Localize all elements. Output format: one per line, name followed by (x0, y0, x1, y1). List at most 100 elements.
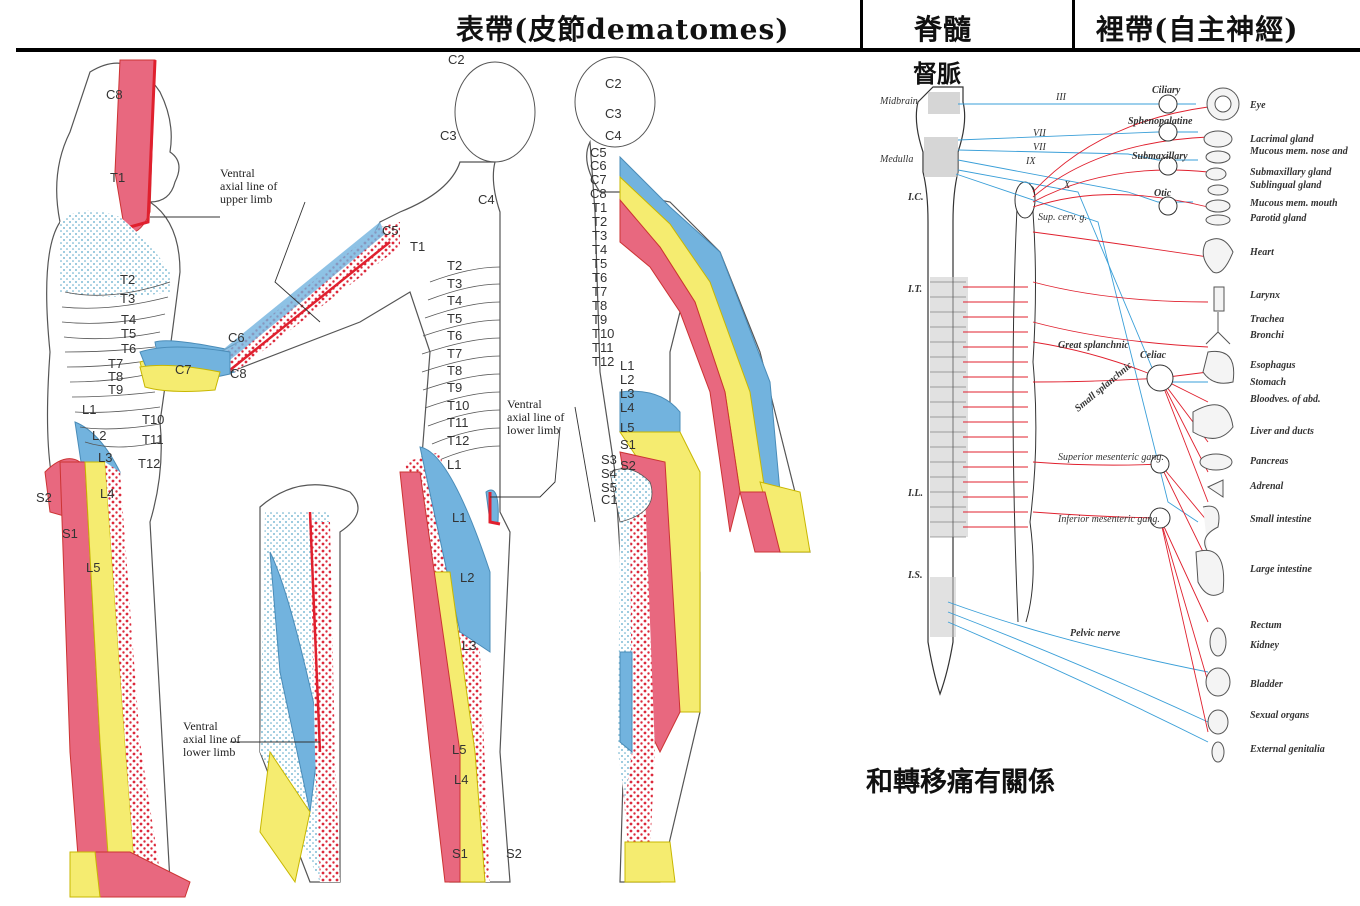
organ-label-17: Small intestine (1250, 514, 1312, 525)
back-label-22: L4 (620, 400, 634, 415)
side-label-5: T5 (121, 326, 136, 341)
front-label-11: L1 (447, 457, 461, 472)
side-label-10: T10 (142, 412, 164, 427)
front-label-2: T4 (447, 293, 462, 308)
nerve-iii: III (1055, 92, 1067, 103)
cord-is: I.S. (907, 570, 922, 581)
nerve-vii-a: VII (1033, 128, 1046, 139)
organ-label-7: Heart (1249, 247, 1275, 258)
back-label-6: C8 (590, 186, 607, 201)
head-label-0: C2 (448, 52, 465, 67)
organ-label-10: Bronchi (1249, 330, 1284, 341)
organ-label-1: Lacrimal gland (1249, 134, 1315, 145)
side-label-1: T1 (110, 170, 125, 185)
arm-label-2: C6 (228, 330, 245, 345)
organ-label-12: Stomach (1250, 377, 1287, 388)
organ-label-16: Adrenal (1249, 481, 1284, 492)
cord-medulla: Medulla (879, 154, 913, 165)
organ-label-4: Sublingual gland (1250, 180, 1322, 191)
back-label-2: C4 (605, 128, 622, 143)
back-label-9: T3 (592, 228, 607, 243)
organ-label-14: Liver and ducts (1249, 426, 1314, 437)
ganglion-inf-mesenteric: Inferior mesenteric gang. (1057, 514, 1160, 525)
organ-label-13: Bloodves. of abd. (1249, 394, 1321, 405)
header-superficial: 表帶(皮節dematomes) (456, 8, 789, 48)
leg-label-5: S1 (452, 846, 468, 861)
ganglion-sphenopalatine: Sphenopalatine (1128, 116, 1193, 127)
organ-label-11: Esophagus (1249, 360, 1296, 371)
back-label-10: T4 (592, 242, 607, 257)
front-label-0: T2 (447, 258, 462, 273)
ganglion-ciliary: Ciliary (1152, 85, 1181, 96)
organ-label-3: Submaxillary gland (1250, 167, 1332, 178)
side-label-16: L4 (100, 486, 114, 501)
side-label-2: T2 (120, 272, 135, 287)
leg-label-3: L4 (454, 772, 468, 787)
back-label-17: T11 (592, 340, 613, 355)
organ-label-6: Parotid gland (1250, 213, 1307, 224)
front-label-10: T12 (447, 433, 469, 448)
ventral-leg-line3: lower limb (183, 745, 235, 759)
leg-label-1: L2 (460, 570, 474, 585)
cord-ic: I.C. (907, 192, 924, 203)
back-label-12: T6 (592, 270, 607, 285)
small-splanchnic: Small splanchnic (1073, 360, 1135, 415)
side-label-13: L1 (82, 402, 96, 417)
side-label-15: L3 (98, 450, 112, 465)
head-label-1: C3 (440, 128, 457, 143)
back-label-18: T12 (592, 354, 614, 369)
leg-label-6: S2 (506, 846, 522, 861)
side-label-0: C8 (106, 87, 123, 102)
arm-label-3: C7 (175, 362, 192, 377)
cord-il: I.L. (907, 488, 923, 499)
back-label-5: C7 (590, 172, 607, 187)
front-label-9: T11 (447, 415, 468, 430)
ventral-leg-line2: axial line of (183, 732, 240, 746)
back-label-0: C2 (605, 76, 622, 91)
back-label-11: T5 (592, 256, 607, 271)
back-label-14: T8 (592, 298, 607, 313)
side-label-17: L5 (86, 560, 100, 575)
header-divider-2 (1072, 0, 1075, 52)
nerve-x: X (1063, 180, 1071, 191)
side-label-14: L2 (92, 428, 106, 443)
back-label-16: T10 (592, 326, 614, 341)
header-spinal-cord: 脊髓 (914, 8, 972, 48)
side-label-18: S1 (62, 526, 78, 541)
organ-label-8: Larynx (1249, 290, 1280, 301)
leg-label-2: L3 (462, 638, 476, 653)
side-label-4: T4 (121, 312, 136, 327)
back-label-19: L1 (620, 358, 634, 373)
front-label-5: T7 (447, 346, 462, 361)
side-label-9: T9 (108, 382, 123, 397)
front-label-7: T9 (447, 380, 462, 395)
organ-label-19: Rectum (1249, 620, 1282, 631)
front-label-1: T3 (447, 276, 462, 291)
nerve-vii-b: VII (1033, 142, 1046, 153)
organ-label-21: Bladder (1249, 679, 1283, 690)
back-label-4: C6 (590, 158, 607, 173)
front-label-6: T8 (447, 363, 462, 378)
cord-midbrain: Midbrain (879, 96, 918, 107)
arm-label-4: C8 (230, 366, 247, 381)
side-label-3: T3 (120, 291, 135, 306)
posterior-leg-figure (260, 485, 358, 882)
side-label-12: T12 (138, 456, 160, 471)
ganglion-sup-cerv: Sup. cerv. g. (1038, 212, 1087, 223)
organ-label-5: Mucous mem. mouth (1249, 198, 1338, 209)
header-deep: 裡帶(自主神經) (1096, 8, 1299, 48)
cord-it: I.T. (907, 284, 922, 295)
ganglion-celiac: Celiac (1140, 350, 1167, 361)
leg-label-4: L5 (452, 742, 466, 757)
ventral-upper-line3: upper limb (220, 192, 272, 206)
side-label-11: T11 (142, 432, 163, 447)
back-label-15: T9 (592, 312, 607, 327)
side-view-figure (45, 60, 240, 897)
organ-label-2: Mucous mem. nose and palate (1249, 146, 1348, 157)
arm-label-1: T1 (410, 239, 425, 254)
front-label-4: T6 (447, 328, 462, 343)
back-label-25: S2 (620, 458, 636, 473)
ventral-lower-line1: Ventral (507, 397, 542, 411)
back-label-7: T1 (592, 200, 607, 215)
